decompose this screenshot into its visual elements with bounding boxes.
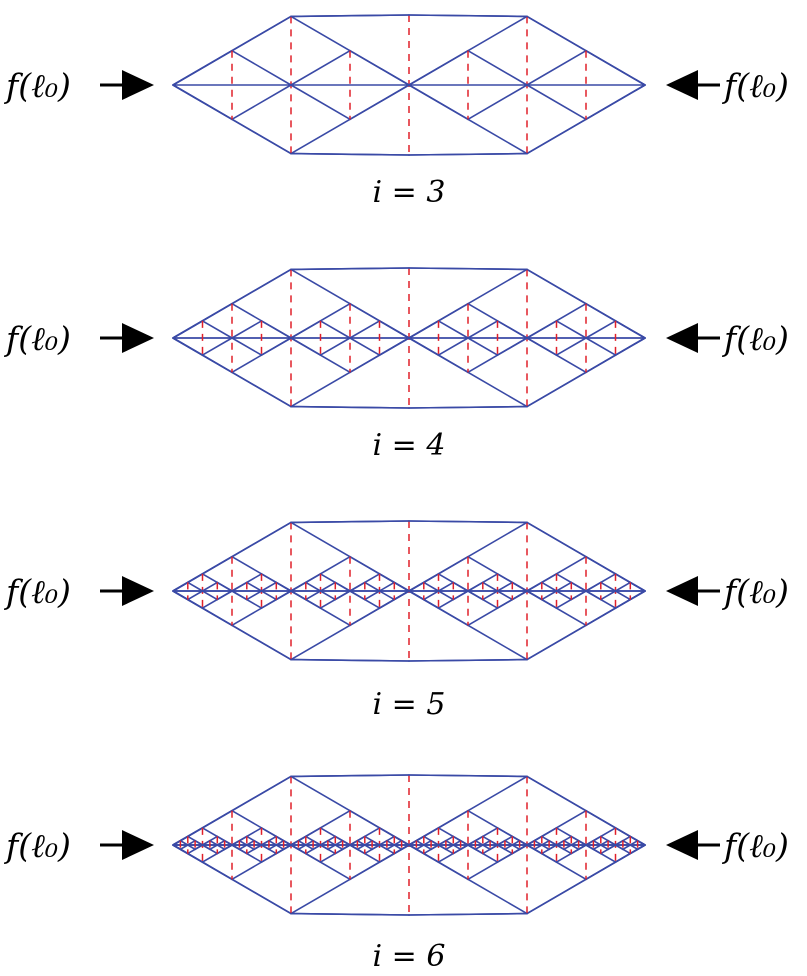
panel-iteration-6: f(ℓ₀) f(ℓ₀) i = 6 <box>3 775 789 974</box>
load-arrow-left-head <box>122 576 154 606</box>
load-arrow-right-head <box>666 576 698 606</box>
load-left: f(ℓ₀) <box>3 66 154 105</box>
load-left: f(ℓ₀) <box>3 826 154 865</box>
load-label-right: f(ℓ₀) <box>721 826 789 865</box>
load-label-left: f(ℓ₀) <box>3 826 71 865</box>
load-label-right: f(ℓ₀) <box>721 319 789 358</box>
load-arrow-left-head <box>122 830 154 860</box>
truss-structure <box>173 15 645 155</box>
load-label-right: f(ℓ₀) <box>721 66 789 105</box>
truss-structure <box>173 521 645 661</box>
load-arrow-left-head <box>122 70 154 100</box>
iteration-caption: i = 3 <box>373 175 446 210</box>
load-label-left: f(ℓ₀) <box>3 319 71 358</box>
load-right: f(ℓ₀) <box>666 572 789 611</box>
panel-iteration-4: f(ℓ₀) f(ℓ₀) i = 4 <box>3 268 789 463</box>
load-arrow-right-head <box>666 70 698 100</box>
load-arrow-right-head <box>666 830 698 860</box>
load-right: f(ℓ₀) <box>666 319 789 358</box>
load-left: f(ℓ₀) <box>3 319 154 358</box>
iteration-caption: i = 5 <box>373 687 446 722</box>
load-arrow-right-head <box>666 323 698 353</box>
load-arrow-left-head <box>122 323 154 353</box>
iteration-caption: i = 4 <box>373 428 446 463</box>
load-right: f(ℓ₀) <box>666 826 789 865</box>
load-label-left: f(ℓ₀) <box>3 572 71 611</box>
load-label-left: f(ℓ₀) <box>3 66 71 105</box>
truss-structure <box>173 268 645 408</box>
iteration-caption: i = 6 <box>373 939 446 974</box>
load-left: f(ℓ₀) <box>3 572 154 611</box>
panel-iteration-3: f(ℓ₀) f(ℓ₀) i = 3 <box>3 15 789 210</box>
load-label-right: f(ℓ₀) <box>721 572 789 611</box>
panel-iteration-5: f(ℓ₀) f(ℓ₀) i = 5 <box>3 521 789 722</box>
load-right: f(ℓ₀) <box>666 66 789 105</box>
truss-structure <box>173 775 645 915</box>
